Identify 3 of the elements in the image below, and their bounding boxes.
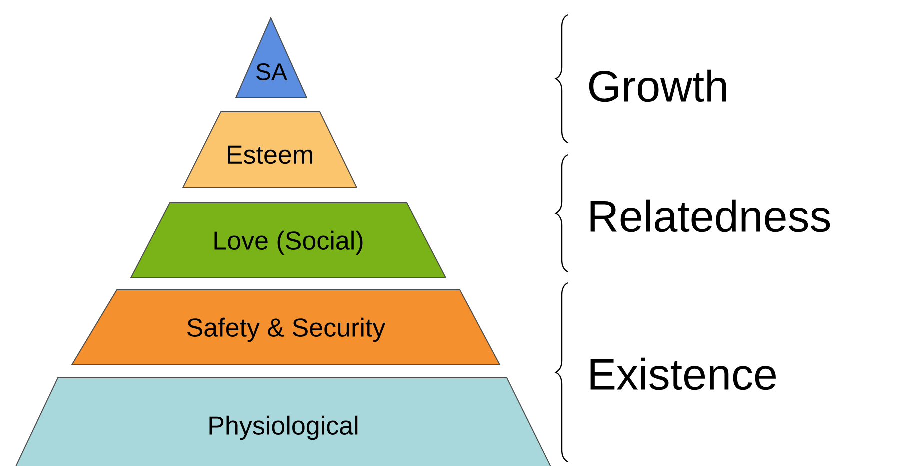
group-label: Relatedness [590,200,830,232]
group-label: Growth [589,70,726,102]
group-label: Existence [590,358,776,390]
